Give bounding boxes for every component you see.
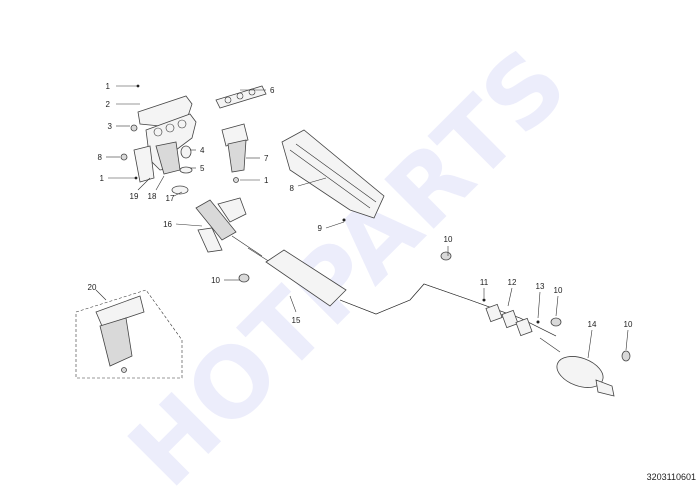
gasket-port xyxy=(236,92,244,100)
front-pipe-bracket xyxy=(217,197,247,223)
watermark-text: HOTPARTS xyxy=(108,28,588,486)
leader-line xyxy=(173,191,183,197)
front-pipe-flex xyxy=(195,199,237,241)
rear-muffler xyxy=(556,356,604,388)
rear-inlet-pipe xyxy=(539,337,561,353)
callout-label: 1 xyxy=(106,82,111,91)
leader-line xyxy=(555,295,559,317)
rubber-hanger xyxy=(621,350,631,362)
callout-label: 10 xyxy=(444,235,453,244)
leader-line xyxy=(137,177,151,191)
assembly-catalyst xyxy=(99,317,133,367)
callout-label: 12 xyxy=(508,278,517,287)
mounting-bracket xyxy=(133,145,155,183)
intermediate-pipe-outline xyxy=(339,283,557,337)
nut xyxy=(130,124,138,132)
inlet-pipe xyxy=(247,247,271,263)
callout-label: 2 xyxy=(106,100,111,109)
assembly-manifold xyxy=(95,295,145,327)
center-muffler xyxy=(265,249,347,307)
callout-label: 19 xyxy=(130,192,139,201)
assembly-sensor xyxy=(121,367,127,373)
manifold-port xyxy=(165,123,175,133)
callout-label: 18 xyxy=(148,192,157,201)
front-pipe-hanger xyxy=(197,227,223,253)
joint-bolt xyxy=(482,298,486,302)
clamp-ring xyxy=(180,145,192,159)
leader-line xyxy=(95,289,107,301)
joint-gasket xyxy=(501,309,519,329)
oxygen-sensor xyxy=(233,177,239,183)
heat-shield-ridge xyxy=(295,143,377,203)
rear-joint-assembly xyxy=(482,298,631,362)
front-pipe-assembly xyxy=(171,185,263,257)
callout-label: 1 xyxy=(100,174,105,183)
nut xyxy=(120,153,128,161)
manifold-port xyxy=(177,119,187,129)
callout-label: 15 xyxy=(292,316,301,325)
joint-flange xyxy=(485,303,503,323)
front-pipe-gasket xyxy=(171,185,189,195)
drawing-code: 3203110601 xyxy=(646,472,696,482)
catalytic-converter-small xyxy=(221,123,249,183)
callout-label: 17 xyxy=(166,194,175,203)
callout-label: 7 xyxy=(264,154,269,163)
rear-muffler-assembly xyxy=(539,337,615,397)
callout-label: 4 xyxy=(200,146,205,155)
rubber-hanger xyxy=(238,273,250,283)
callout-label: 1 xyxy=(264,176,269,185)
callout-labels: 1 2 3 8 1 19 18 17 16 4 5 6 7 1 8 9 10 1… xyxy=(88,82,633,329)
leader-line xyxy=(507,287,513,307)
callout-label: 14 xyxy=(588,320,597,329)
joint-flange xyxy=(515,317,533,337)
leader-line xyxy=(175,223,203,227)
manifold-gasket xyxy=(215,85,267,109)
callout-label: 20 xyxy=(88,283,97,292)
callout-label: 5 xyxy=(200,164,205,173)
heat-shield-ridge xyxy=(289,149,371,209)
rubber-hanger xyxy=(440,251,452,261)
leader-line xyxy=(155,175,165,191)
joint-nut xyxy=(536,320,540,324)
leader-dot xyxy=(134,176,138,180)
tail-pipe xyxy=(595,379,615,397)
converter-heat-shield xyxy=(221,123,249,147)
leader-line xyxy=(297,177,327,187)
callout-label: 11 xyxy=(480,278,489,287)
leader-dot xyxy=(136,84,140,88)
heat-shield-bolt xyxy=(342,218,346,222)
clamp-ring xyxy=(179,166,193,174)
exhaust-manifold-assembly xyxy=(120,85,267,183)
leader-line xyxy=(587,329,593,359)
callout-label: 3 xyxy=(108,122,113,131)
callout-label: 8 xyxy=(290,184,295,193)
callout-label: 10 xyxy=(211,276,220,285)
leader-line xyxy=(289,295,297,313)
manifold-catalyst-assembly-group xyxy=(75,289,183,379)
leader-line xyxy=(537,291,541,319)
floor-heat-shield xyxy=(281,129,385,222)
converter-body xyxy=(227,139,247,173)
gasket-port xyxy=(224,96,232,104)
gasket-port xyxy=(248,88,256,96)
callout-label: 16 xyxy=(163,220,172,229)
manifold-port xyxy=(153,127,163,137)
leader-line xyxy=(625,329,629,351)
callout-label: 10 xyxy=(554,286,563,295)
callout-label: 9 xyxy=(318,224,323,233)
assembly-dashed-outline xyxy=(75,289,183,379)
center-muffler-assembly xyxy=(238,247,557,337)
front-pipe-tube xyxy=(231,235,263,257)
callout-label: 13 xyxy=(536,282,545,291)
leader-lines xyxy=(95,84,629,359)
callout-label: 10 xyxy=(624,320,633,329)
callout-label: 6 xyxy=(270,86,275,95)
callout-label: 8 xyxy=(98,153,103,162)
rubber-hanger xyxy=(550,317,562,327)
leader-line xyxy=(325,221,345,229)
